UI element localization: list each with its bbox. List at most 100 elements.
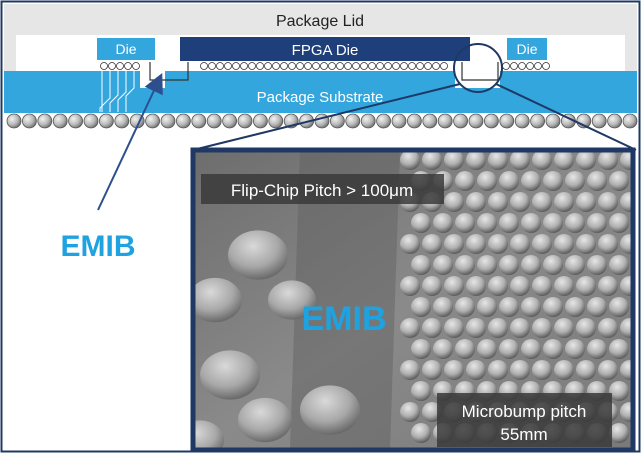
microbump xyxy=(304,62,312,70)
microbump-dome xyxy=(554,276,574,296)
microbump-dome xyxy=(411,213,431,233)
microbump-dome xyxy=(532,276,552,296)
microbump-label-box xyxy=(437,393,612,447)
microbump-dome xyxy=(587,171,607,191)
microbump-dome xyxy=(510,150,530,170)
microbump-dome xyxy=(609,297,629,317)
c4-ball xyxy=(191,113,207,129)
microbump xyxy=(200,62,208,70)
microbump-dome xyxy=(477,171,497,191)
microbump-dome xyxy=(565,339,585,359)
microbump-dome xyxy=(455,339,475,359)
microbump-dome xyxy=(521,297,541,317)
fpga-die-label: FPGA Die xyxy=(292,42,359,59)
sem-emib-label: EMIB xyxy=(302,300,387,338)
microbump-dome xyxy=(565,297,585,317)
microbump-dome xyxy=(620,318,633,338)
microbump-dome xyxy=(620,150,633,170)
microbump-dome xyxy=(444,234,464,254)
microbump-dome xyxy=(433,255,453,275)
microbump-dome xyxy=(422,150,442,170)
microbump xyxy=(296,62,304,70)
microbump-dome xyxy=(433,297,453,317)
microbump xyxy=(416,62,424,70)
microbump-dome xyxy=(477,213,497,233)
c4-ball xyxy=(376,113,392,129)
microbump xyxy=(108,62,116,70)
die-right xyxy=(507,38,547,60)
microbump-dome xyxy=(598,192,618,212)
flip-chip-bump xyxy=(228,230,288,280)
microbump-dome xyxy=(554,234,574,254)
microbump-dome xyxy=(444,192,464,212)
microbump-dome xyxy=(598,360,618,380)
microbump-dome xyxy=(543,339,563,359)
microbump xyxy=(328,62,336,70)
microbump-dome xyxy=(499,255,519,275)
microbump-dome xyxy=(466,192,486,212)
c4-ball xyxy=(360,113,376,129)
microbump xyxy=(384,62,392,70)
microbump-dome xyxy=(477,297,497,317)
zoom-line-right xyxy=(495,83,637,151)
microbump-dome xyxy=(543,297,563,317)
c4-ball xyxy=(175,113,191,129)
microbump-dome xyxy=(598,234,618,254)
microbump-dome xyxy=(521,255,541,275)
microbump xyxy=(124,62,132,70)
microbump-dome xyxy=(466,276,486,296)
microbump-dome xyxy=(510,192,530,212)
c4-ball xyxy=(406,113,422,129)
c4-ball-row xyxy=(6,113,638,129)
microbump-dome xyxy=(411,339,431,359)
microbump-dome xyxy=(488,234,508,254)
microbump-dome xyxy=(499,213,519,233)
microbump-dome xyxy=(576,234,596,254)
microbump-dome xyxy=(587,255,607,275)
microbump-dome xyxy=(543,255,563,275)
microbump-dome xyxy=(488,276,508,296)
microbump xyxy=(312,62,320,70)
microbump xyxy=(432,62,440,70)
microbump-dome xyxy=(532,192,552,212)
microbump-dome xyxy=(587,339,607,359)
die-left xyxy=(97,38,155,60)
flip-chip-bump xyxy=(200,350,260,400)
c4-ball xyxy=(437,113,453,129)
c4-ball xyxy=(345,113,361,129)
package-lid xyxy=(4,4,637,35)
c4-ball xyxy=(99,113,114,129)
c4-ball xyxy=(237,113,253,129)
c4-ball xyxy=(160,113,176,129)
microbump xyxy=(280,62,288,70)
microbump-dome xyxy=(400,150,420,170)
c4-ball xyxy=(545,113,561,129)
emib-bracket-right xyxy=(461,62,499,81)
microbump-dome xyxy=(510,318,530,338)
microbump-dome xyxy=(422,360,442,380)
c4-ball xyxy=(499,113,515,129)
flip-chip-label-box xyxy=(201,174,444,204)
microbump-dome xyxy=(477,255,497,275)
microbump-dome xyxy=(620,402,633,422)
microbump-dome xyxy=(466,318,486,338)
microbump-dome xyxy=(433,339,453,359)
zoom-circle xyxy=(453,43,503,93)
microbump-dome xyxy=(499,171,519,191)
die-right-label: Die xyxy=(516,41,537,57)
microbump-dome xyxy=(587,213,607,233)
c4-ball xyxy=(453,113,469,129)
microbump-dome xyxy=(532,360,552,380)
microbump-dome xyxy=(543,213,563,233)
die-left-label: Die xyxy=(115,41,136,57)
flip-chip-bump xyxy=(193,277,242,323)
microbump-label-line2: 55mm xyxy=(500,425,547,444)
microbump xyxy=(360,62,368,70)
microbump-dome xyxy=(411,381,431,401)
microbump xyxy=(352,62,360,70)
emib-bracket-left xyxy=(149,62,189,81)
c4-ball xyxy=(514,113,530,129)
flip-chip-bump xyxy=(268,280,316,320)
